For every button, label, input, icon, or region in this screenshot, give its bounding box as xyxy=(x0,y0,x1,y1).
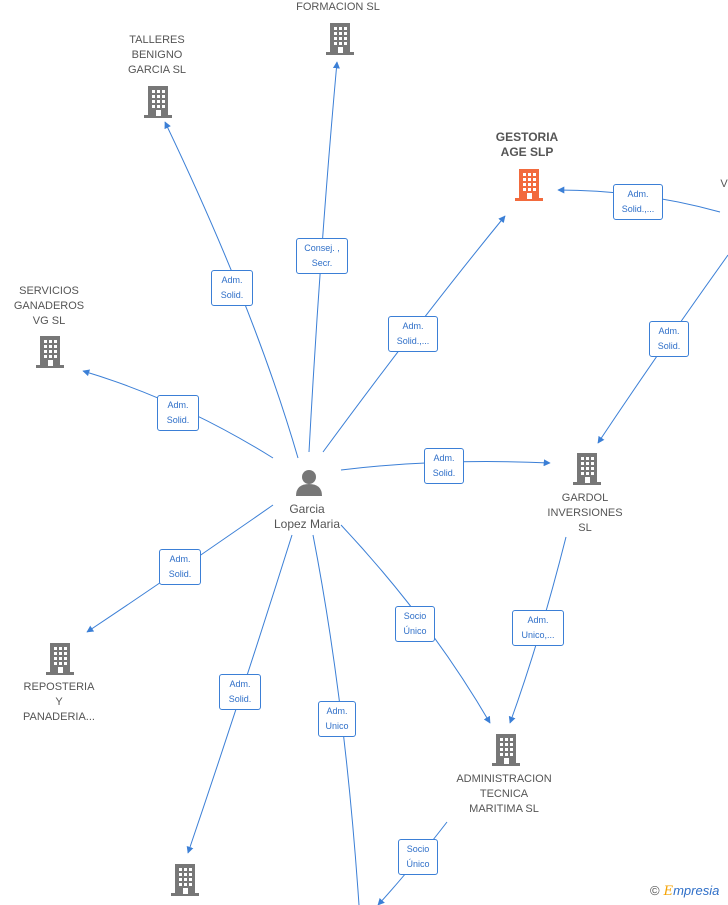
company-label-gardol[interactable]: GARDOL INVERSIONES SL xyxy=(547,492,623,534)
relation-badge-right-gestoria[interactable]: Adm. Solid.,... xyxy=(613,184,663,220)
relation-badge-right-gardol[interactable]: Adm. Solid. xyxy=(649,321,689,357)
building-icon-formacion xyxy=(326,23,354,55)
building-icon-servicios xyxy=(36,336,64,368)
company-label-formacion[interactable]: FORMACION SL xyxy=(296,1,380,13)
relation-badge-admin-center[interactable]: Socio Único xyxy=(395,606,435,642)
building-icon-administracion xyxy=(492,734,520,766)
building-icon-gestoria xyxy=(515,169,543,201)
person-icon xyxy=(296,470,322,496)
relation-badge-admin-bottom[interactable]: Socio Único xyxy=(398,839,438,875)
person-label[interactable]: Garcia Lopez Maria xyxy=(273,502,341,531)
relation-badge-reposteria[interactable]: Adm. Solid. xyxy=(159,549,201,585)
relation-badge-gardol[interactable]: Adm. Solid. xyxy=(424,448,464,484)
relation-badge-servicios[interactable]: Adm. Solid. xyxy=(157,395,199,431)
company-label-administracion[interactable]: ADMINISTRACION TECNICA MARITIMA SL xyxy=(456,773,552,815)
relation-badge-gardol-admin[interactable]: Adm. Unico,... xyxy=(512,610,564,646)
company-label-servicios[interactable]: SERVICIOS GANADEROS VG SL xyxy=(13,285,85,327)
brand-watermark: ©Empresia xyxy=(650,883,719,899)
building-icon-reposteria xyxy=(46,643,74,675)
brand-logo-text: mpresia xyxy=(673,883,720,898)
company-label-gestoria[interactable]: GESTORIA AGE SLP xyxy=(495,130,559,159)
relation-badge-formacion[interactable]: Consej. , Secr. xyxy=(296,238,348,274)
relation-badge-gestoria[interactable]: Adm. Solid.,... xyxy=(388,316,438,352)
copyright-icon: © xyxy=(650,883,660,898)
company-label-talleres[interactable]: TALLERES BENIGNO GARCIA SL xyxy=(127,34,187,76)
building-icon-bottom-left xyxy=(171,864,199,896)
relation-badge-talleres[interactable]: Adm. Solid. xyxy=(211,270,253,306)
building-icon-gardol xyxy=(573,453,601,485)
company-label-reposteria[interactable]: REPOSTERIA Y PANADERIA... xyxy=(23,681,95,723)
brand-logo-e: E xyxy=(663,884,674,899)
relation-badge-bottom-left[interactable]: Adm. Solid. xyxy=(219,674,261,710)
relation-badge-bottom-center[interactable]: Adm. Unico xyxy=(318,701,356,737)
company-label-right-edge[interactable]: V xyxy=(720,178,728,190)
building-icon-talleres xyxy=(144,86,172,118)
